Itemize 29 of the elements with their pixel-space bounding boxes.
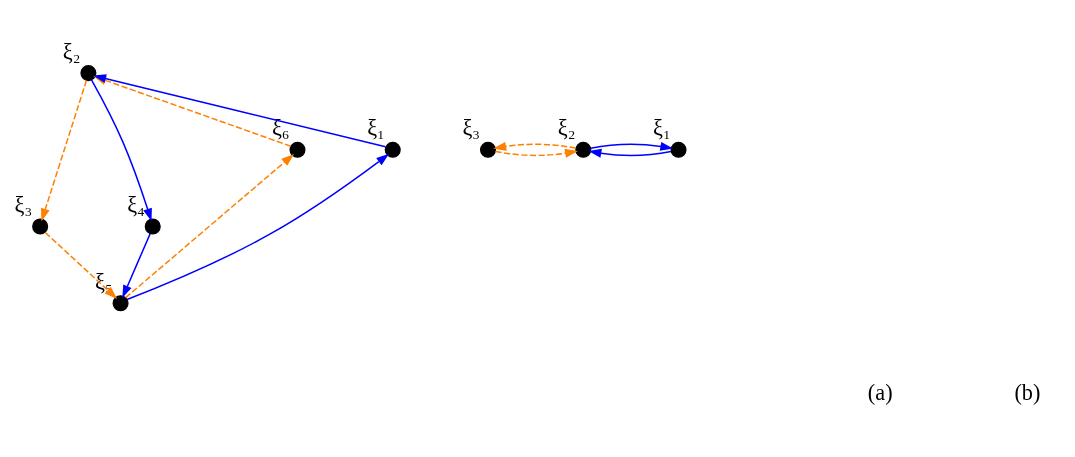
arrow bbox=[588, 148, 672, 158]
node-label: ξ₂ bbox=[557, 114, 576, 140]
node-label: ξ₆ bbox=[271, 114, 290, 140]
node-circle bbox=[80, 64, 97, 81]
arrow bbox=[122, 232, 151, 298]
arrow bbox=[126, 153, 390, 300]
node-circle bbox=[32, 218, 49, 235]
node-label: ξ₄ bbox=[127, 191, 145, 217]
node-circle bbox=[289, 141, 306, 158]
node-circle bbox=[384, 141, 401, 158]
arrow bbox=[124, 153, 295, 298]
node-circle bbox=[112, 294, 129, 311]
arrow bbox=[90, 78, 152, 221]
node-label: ξ₁ bbox=[367, 114, 385, 140]
node-circle bbox=[479, 141, 497, 158]
node-circle bbox=[670, 141, 687, 158]
node-circle bbox=[575, 141, 592, 158]
node-label: ξ₃ bbox=[14, 191, 33, 217]
node-circle bbox=[144, 218, 161, 235]
arrow bbox=[44, 231, 118, 299]
node-label: ξ₂ bbox=[62, 38, 81, 64]
arrow bbox=[41, 79, 88, 221]
label: (a) bbox=[867, 379, 893, 405]
node-label: ξ₃ bbox=[462, 114, 481, 140]
arrow bbox=[493, 141, 577, 151]
label: (b) bbox=[1014, 379, 1041, 405]
arrow bbox=[590, 141, 674, 151]
node-label: ξ₁ bbox=[652, 114, 671, 140]
arrow bbox=[494, 148, 578, 158]
